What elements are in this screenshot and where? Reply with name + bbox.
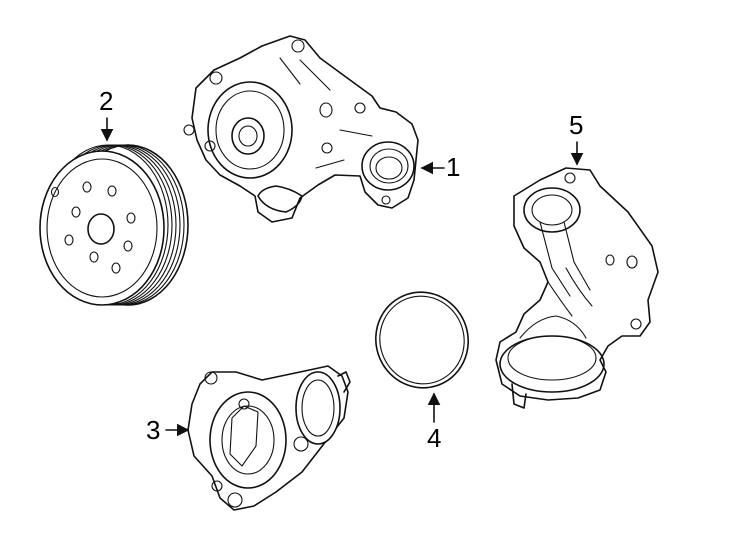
callout-4-label: 4 [427,423,442,453]
seal-ring-part[interactable] [363,280,480,400]
callout-5-label: 5 [569,110,584,140]
callout-1-label: 1 [446,152,461,182]
water-pump-part[interactable] [183,35,419,223]
thermostat-housing-part[interactable] [495,167,659,409]
leader-lines [100,117,584,437]
callout-3-label: 3 [146,415,161,445]
callout-2-label: 2 [99,86,114,116]
pulley-part[interactable] [39,144,189,306]
outlet-housing-part[interactable] [187,365,351,511]
